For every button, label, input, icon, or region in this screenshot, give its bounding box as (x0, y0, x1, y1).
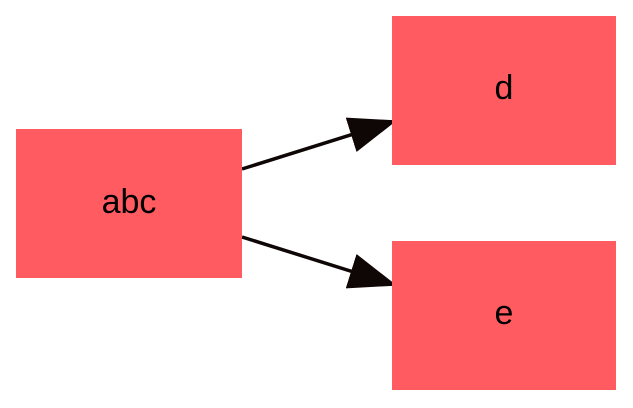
node-d-box (392, 16, 616, 165)
edges (241, 117, 397, 289)
node-abc-label: abc (102, 183, 157, 221)
edge-abc-to-e (241, 235, 397, 289)
node-d[interactable]: d (392, 16, 616, 165)
node-abc[interactable]: abc (16, 129, 242, 278)
node-e-box (392, 241, 616, 390)
node-d-label: d (495, 69, 514, 107)
edge-abc-to-d (241, 117, 397, 171)
node-e[interactable]: e (392, 241, 616, 390)
node-abc-box (16, 129, 242, 278)
node-e-label: e (495, 294, 514, 332)
